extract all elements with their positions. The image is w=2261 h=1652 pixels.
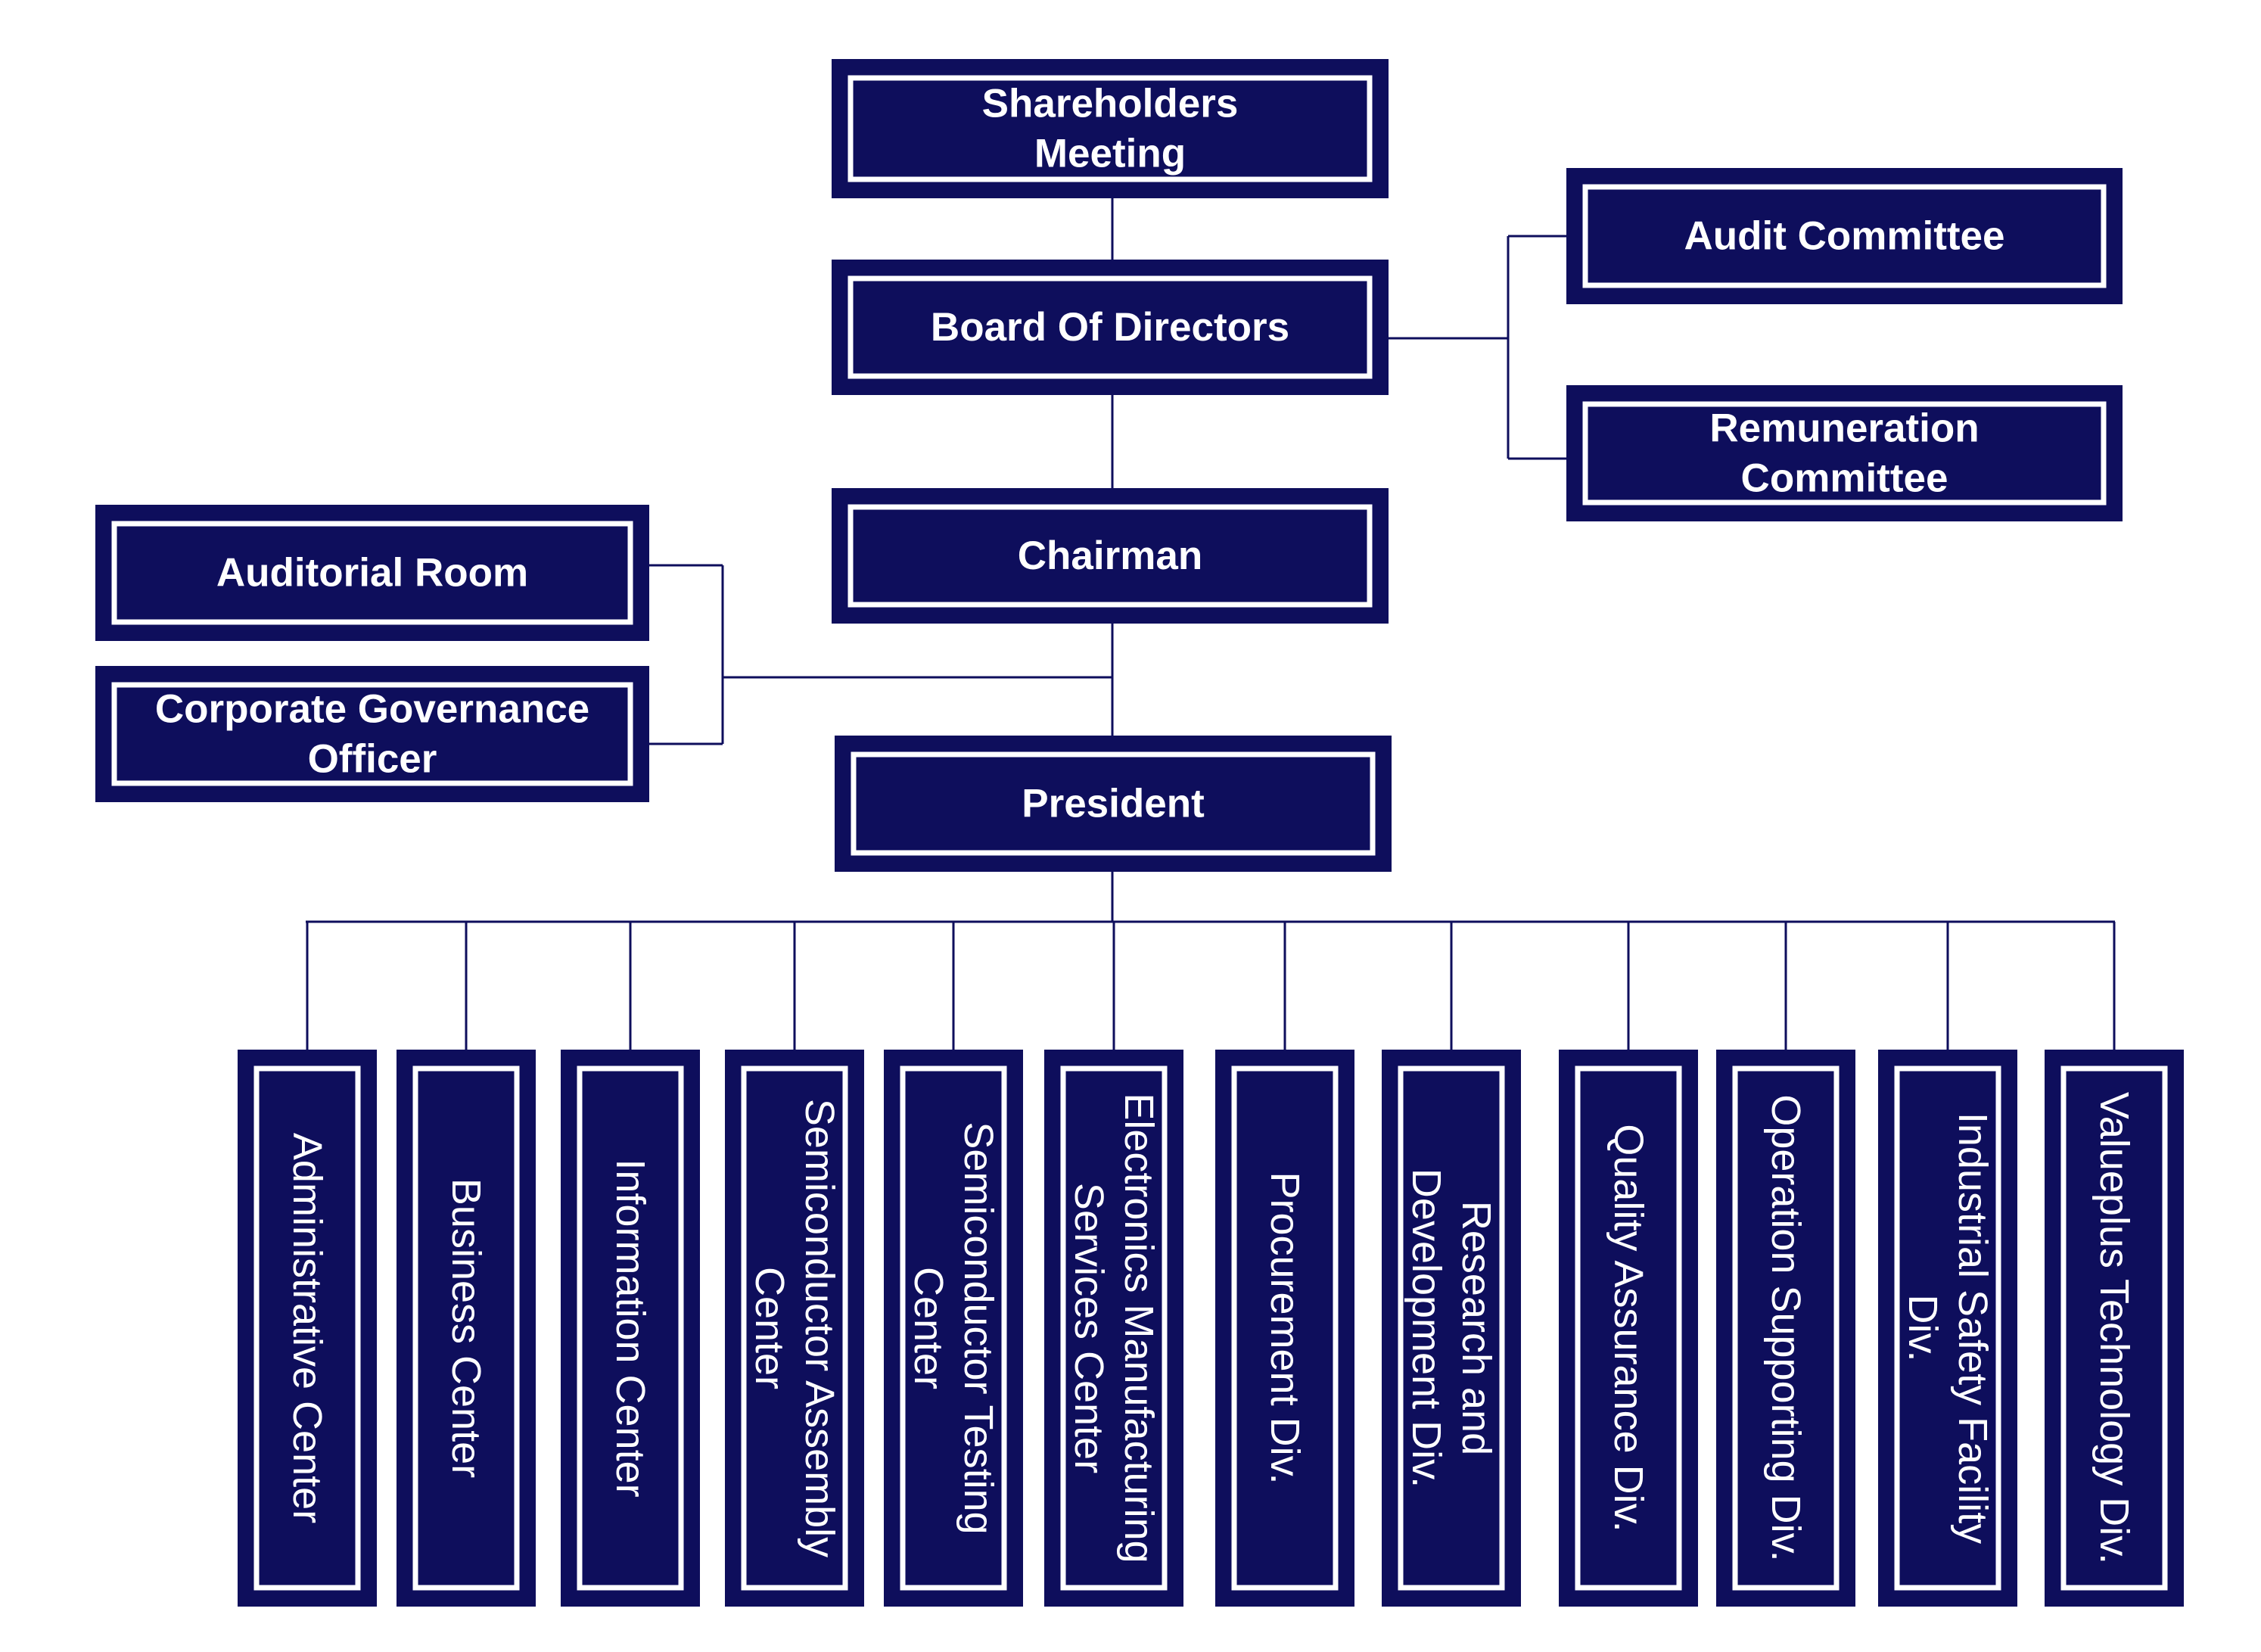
unit-industrial-safety-facility-div-box-label-line-2: Div. [1900, 1295, 1945, 1362]
unit-administrative-center-box-label: Administrative Center [285, 1133, 330, 1523]
board-of-directors-box-border [847, 275, 1373, 379]
unit-procurement-div-box-label: Procurement Div. [1262, 1171, 1308, 1484]
shareholders-meeting-box-label-line-1: Shareholders [982, 82, 1239, 126]
unit-research-and-development-div-box-border [1398, 1066, 1505, 1591]
unit-electronics-manufacturing-services-center-box-label-line-2: Services Center [1066, 1183, 1112, 1473]
unit-valueplus-technology-div-box-label: Valueplus Technology Div. [2092, 1092, 2137, 1564]
audit-committee-box-border [1582, 184, 2107, 288]
unit-administrative-center-box: Administrative Center [238, 1050, 377, 1607]
unit-quality-assurance-div-box: Quality Assurance Div. [1559, 1050, 1698, 1607]
unit-procurement-div-box: Procurement Div. [1215, 1050, 1354, 1607]
connectors [306, 198, 2116, 1050]
unit-semiconductor-assembly-center-box-border [741, 1066, 848, 1591]
unit-semiconductor-testing-center-box-label-line-1: Semiconductor Testing [956, 1122, 1001, 1534]
unit-administrative-center-box-border [253, 1066, 361, 1591]
unit-information-center-box-label: Information Center [608, 1159, 653, 1497]
remuneration-committee-box-label-line-2: Committee [1741, 456, 1948, 501]
unit-procurement-div-box-label-line-1: Procurement Div. [1262, 1171, 1308, 1484]
unit-valueplus-technology-div-box-label-line-1: Valueplus Technology Div. [2092, 1092, 2137, 1564]
auditorial-room-box: Auditorial Room [95, 505, 649, 641]
unit-information-center-box: Information Center [561, 1050, 700, 1607]
unit-procurement-div-box-border [1231, 1066, 1339, 1591]
shareholders-meeting-box-border [847, 75, 1373, 182]
unit-semiconductor-testing-center-box-border [900, 1066, 1007, 1591]
corporate-governance-officer-box-label-line-2: Officer [308, 737, 437, 782]
chairman-box: Chairman [832, 488, 1389, 624]
unit-business-center-box-label: Business Center [443, 1178, 489, 1478]
unit-semiconductor-assembly-center-box-label-line-2: Center [747, 1267, 792, 1389]
remuneration-committee-box-label-line-1: Remuneration [1709, 406, 1979, 451]
chairman-box-border [847, 504, 1373, 608]
unit-quality-assurance-div-box-border [1575, 1066, 1682, 1591]
president-box-label-line-1: President [1022, 782, 1205, 826]
unit-research-and-development-div-box-label-line-1: Research and [1454, 1201, 1499, 1455]
unit-industrial-safety-facility-div-box-border [1894, 1066, 2001, 1591]
unit-electronics-manufacturing-services-center-box-label-line-1: Electronics Manufacturing [1116, 1093, 1162, 1563]
unit-quality-assurance-div-box-label-line-1: Quality Assurance Div. [1606, 1124, 1651, 1532]
unit-business-center-box-label-line-1: Business Center [443, 1178, 489, 1478]
board-of-directors-box-label-line-1: Board Of Directors [931, 305, 1289, 350]
corporate-governance-officer-box-border [111, 682, 633, 786]
auditorial-room-box-border [111, 521, 633, 625]
unit-valueplus-technology-div-box: Valueplus Technology Div. [2045, 1050, 2184, 1607]
audit-committee-box-label-line-1: Audit Committee [1684, 214, 2005, 259]
unit-information-center-box-border [577, 1066, 684, 1591]
unit-valueplus-technology-div-box-border [2060, 1066, 2168, 1591]
unit-information-center-box-label-line-1: Information Center [608, 1159, 653, 1497]
unit-quality-assurance-div-box-label: Quality Assurance Div. [1606, 1124, 1651, 1532]
unit-semiconductor-testing-center-box-label-line-2: Center [906, 1267, 951, 1389]
corporate-governance-officer-box-label-line-1: Corporate Governance [155, 687, 589, 732]
board-of-directors-box: Board Of Directors [832, 260, 1389, 395]
chairman-box-label-line-1: Chairman [1018, 534, 1202, 578]
audit-committee-box: Audit Committee [1566, 168, 2123, 304]
unit-operation-supporting-div-box: Operation Supporting Div. [1716, 1050, 1855, 1607]
unit-operation-supporting-div-box-label: Operation Supporting Div. [1763, 1094, 1808, 1561]
president-box: President [835, 736, 1392, 872]
unit-operation-supporting-div-box-border [1732, 1066, 1840, 1591]
remuneration-committee-box-border [1582, 401, 2107, 506]
unit-administrative-center-box-label-line-1: Administrative Center [285, 1133, 330, 1523]
units: Administrative Center Business Center Info… [238, 1050, 2184, 1607]
unit-business-center-box-border [412, 1066, 520, 1591]
unit-electronics-manufacturing-services-center-box-border [1060, 1066, 1168, 1591]
unit-business-center-box: Business Center [397, 1050, 536, 1607]
unit-research-and-development-div-box-label-line-2: Development Div. [1404, 1168, 1449, 1488]
auditorial-room-box-label-line-1: Auditorial Room [216, 551, 528, 596]
unit-semiconductor-assembly-center-box-label-line-1: Semiconductor Assembly [797, 1099, 842, 1557]
unit-operation-supporting-div-box-label-line-1: Operation Supporting Div. [1763, 1094, 1808, 1561]
unit-industrial-safety-facility-div-box-label-line-1: Industrial Safety Facility [1950, 1112, 1995, 1544]
shareholders-meeting-box-label-line-2: Meeting [1034, 132, 1186, 176]
president-box-border [851, 751, 1376, 856]
